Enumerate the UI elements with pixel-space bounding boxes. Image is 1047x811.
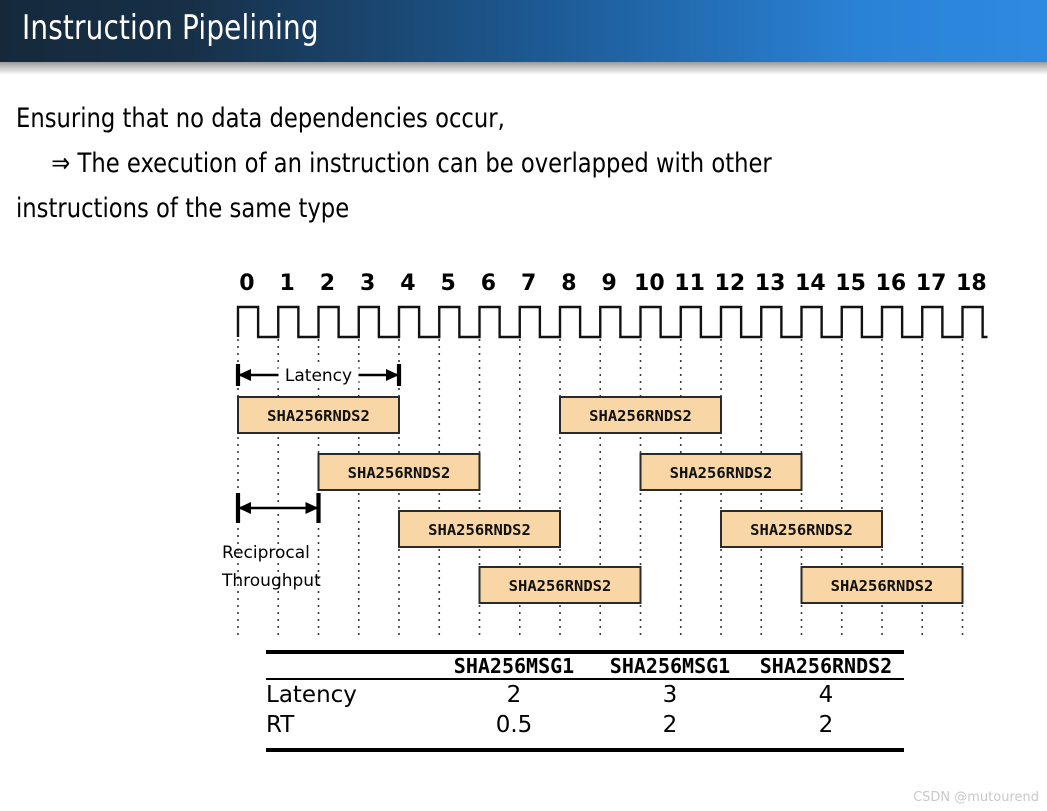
- table: SHA256MSG1 SHA256MSG1 SHA256RNDS2: [266, 654, 904, 678]
- clock-cycle-label-1: 1: [279, 271, 294, 296]
- cell-latency-col-2: 3: [662, 682, 678, 708]
- instruction-box-label: SHA256RNDS2: [670, 464, 773, 482]
- row-label-rt: RT: [266, 712, 295, 738]
- body-line-2: ⇒ The execution of an instruction can be…: [51, 148, 772, 179]
- slide-title-bar: Instruction Pipelining: [0, 0, 1047, 62]
- instruction-box[interactable]: [398, 510, 561, 548]
- table-header-rule: [266, 678, 904, 680]
- clock-cycle-label-7: 7: [521, 271, 536, 296]
- clock-cycle-label-13: 13: [755, 271, 786, 296]
- reciprocal-throughput-annotation: Reciprocal Throughput: [221, 493, 321, 591]
- title-bar-shadow: [0, 62, 1047, 75]
- cell-latency-col-1: 2: [506, 682, 522, 708]
- table-row: Latency 2 3 4: [266, 680, 904, 710]
- page-title: Instruction Pipelining: [22, 8, 319, 48]
- throughput-left-arrowhead: [238, 502, 251, 514]
- slide-body-text: Ensuring that no data dependencies occur…: [16, 96, 877, 231]
- row-label-latency: Latency: [266, 682, 357, 708]
- latency-label: Latency: [285, 366, 352, 386]
- cell-rt-col-2: 2: [662, 712, 678, 738]
- table-header-col-3: SHA256RNDS2: [759, 654, 893, 678]
- instruction-box[interactable]: [559, 396, 722, 434]
- clock-waveform: [236, 305, 988, 339]
- clock-cycle-label-5: 5: [440, 271, 455, 296]
- table-bottom-rule: [266, 748, 904, 752]
- throughput-label-line-1: Reciprocal: [222, 543, 310, 563]
- instruction-box[interactable]: [720, 510, 883, 548]
- latency-left-arrowhead: [238, 369, 251, 381]
- clock-cycle-label-8: 8: [561, 271, 576, 296]
- clock-cycle-label-3: 3: [360, 271, 375, 296]
- table-header-col-1: SHA256MSG1: [453, 654, 575, 678]
- table-row: RT 0.5 2 2: [266, 710, 904, 740]
- table-body: Latency 2 3 4 RT 0.5 2 2: [266, 680, 904, 740]
- clock-cycle-label-4: 4: [400, 271, 415, 296]
- clock-cycle-label-2: 2: [320, 271, 335, 296]
- instruction-box-label: SHA256RNDS2: [428, 521, 531, 539]
- cell-latency-col-3: 4: [818, 682, 834, 708]
- clock-cycle-label-0: 0: [239, 271, 254, 296]
- clock-cycle-label-12: 12: [715, 271, 746, 296]
- clock-cycle-label-16: 16: [876, 271, 907, 296]
- instruction-box[interactable]: [639, 453, 803, 491]
- clock-cycle-label-6: 6: [481, 271, 496, 296]
- instruction-box[interactable]: [317, 453, 481, 491]
- clock-cycle-label-18: 18: [956, 271, 987, 296]
- instruction-box[interactable]: [237, 396, 400, 434]
- table-head: SHA256MSG1 SHA256MSG1 SHA256RNDS2: [266, 654, 904, 678]
- latency-right-arrowhead: [386, 369, 399, 381]
- table-header-row: SHA256MSG1 SHA256MSG1 SHA256RNDS2: [266, 654, 904, 678]
- instruction-box[interactable]: [800, 566, 964, 604]
- instruction-box-label: SHA256RNDS2: [267, 407, 370, 425]
- clock-cycle-label-9: 9: [601, 271, 616, 296]
- instruction-box[interactable]: [478, 566, 642, 604]
- clock-cycle-label-10: 10: [634, 271, 665, 296]
- instruction-box-label: SHA256RNDS2: [831, 577, 934, 595]
- body-line-1: Ensuring that no data dependencies occur…: [16, 103, 505, 134]
- table-body-wrapper: Latency 2 3 4 RT 0.5 2 2: [266, 680, 904, 740]
- table-header-col-2: SHA256MSG1: [609, 654, 731, 678]
- table-corner-cell: [266, 654, 436, 678]
- cell-rt-col-3: 2: [818, 712, 834, 738]
- throughput-label-line-2: Throughput: [221, 571, 321, 591]
- cell-rt-col-1: 0.5: [495, 712, 533, 738]
- body-line-3: instructions of the same type: [16, 193, 350, 224]
- clock-cycle-label-11: 11: [674, 271, 705, 296]
- watermark: CSDN @mutourend: [913, 790, 1039, 805]
- throughput-right-arrowhead: [305, 502, 319, 514]
- instruction-latency-table: SHA256MSG1 SHA256MSG1 SHA256RNDS2 Latenc…: [266, 650, 904, 752]
- instruction-box-label: SHA256RNDS2: [348, 464, 451, 482]
- clock-cycle-label-14: 14: [795, 271, 826, 296]
- latency-label-backdrop: [278, 363, 359, 387]
- clock-cycle-label-15: 15: [835, 271, 866, 296]
- latency-annotation: Latency: [235, 363, 402, 387]
- table-top-rule: [266, 650, 904, 654]
- clock-cycle-label-17: 17: [916, 271, 947, 296]
- instruction-box-label: SHA256RNDS2: [509, 577, 612, 595]
- instruction-box-label: SHA256RNDS2: [750, 521, 853, 539]
- instruction-box-label: SHA256RNDS2: [589, 407, 692, 425]
